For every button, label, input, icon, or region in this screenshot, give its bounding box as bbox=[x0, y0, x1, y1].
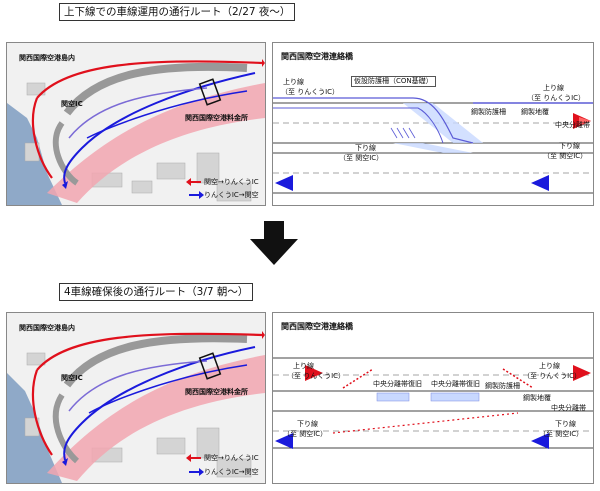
bottom-steel-plate: 鋼製地覆 bbox=[523, 394, 551, 402]
top-temp-barrier: 仮設防護柵（CON基礎） bbox=[351, 76, 436, 87]
top-legend-red-label: 関空→りんくうIC bbox=[204, 178, 259, 186]
down-arrow-icon bbox=[250, 221, 298, 265]
bottom-bridge-title: 関西国際空港連絡橋 bbox=[281, 322, 353, 331]
bottom-island-label: 関西国際空港島内 bbox=[19, 324, 75, 332]
top-upper-left-dest: （至 りんくうIC） bbox=[281, 88, 340, 96]
blue-arrow-icon bbox=[189, 468, 204, 476]
bottom-upper-right-dest: （至 りんくうIC） bbox=[523, 372, 582, 380]
top-steel-plate: 鋼製地覆 bbox=[521, 108, 549, 116]
bottom-lower-left: 下り線 bbox=[297, 420, 318, 428]
top-lower-right-dest: （至 関空IC） bbox=[543, 152, 588, 160]
top-steel-barrier: 鋼製防護柵 bbox=[471, 108, 506, 116]
bottom-median-restore-2: 中央分離帯復旧 bbox=[431, 380, 480, 388]
bottom-ic-label: 関空IC bbox=[61, 374, 83, 382]
top-section-title: 上下線での車線運用の通行ルート（2/27 夜〜） bbox=[59, 3, 296, 21]
bottom-tollgate-label: 関西国際空港料金所 bbox=[185, 388, 248, 396]
bottom-legend-red: 関空→りんくうIC bbox=[186, 453, 259, 463]
top-map-panel: 関西国際空港島内 関空IC 関西国際空港料金所 関空→りんくうIC りんくうIC… bbox=[6, 42, 266, 206]
bottom-section-title: 4車線確保後の通行ルート（3/7 朝〜） bbox=[59, 283, 254, 301]
top-bridge-graphic bbox=[273, 97, 593, 194]
bottom-legend-red-label: 関空→りんくうIC bbox=[204, 454, 259, 462]
bottom-lower-left-dest: （至 関空IC） bbox=[283, 430, 328, 438]
top-ic-label: 関空IC bbox=[61, 100, 83, 108]
top-upper-left: 上り線 bbox=[283, 78, 304, 86]
bottom-lower-right-dest: （至 関空IC） bbox=[539, 430, 584, 438]
bottom-map-panel: 関西国際空港島内 関空IC 関西国際空港料金所 関空→りんくうIC りんくうIC… bbox=[6, 312, 266, 484]
top-legend-blue: りんくうIC→関空 bbox=[189, 190, 259, 200]
top-lower-right: 下り線 bbox=[559, 142, 580, 150]
top-lower-left: 下り線 bbox=[355, 144, 376, 152]
red-arrow-icon bbox=[186, 178, 201, 186]
bottom-lower-right: 下り線 bbox=[555, 420, 576, 428]
bottom-legend-blue-label: りんくうIC→関空 bbox=[204, 468, 259, 476]
bottom-upper-left-dest: （至 りんくうIC） bbox=[287, 372, 346, 380]
top-legend-red: 関空→りんくうIC bbox=[186, 177, 259, 187]
top-lower-left-dest: （至 関空IC） bbox=[339, 154, 384, 162]
bottom-upper-left: 上り線 bbox=[293, 362, 314, 370]
top-upper-right-dest: （至 りんくうIC） bbox=[527, 94, 586, 102]
top-upper-right: 上り線 bbox=[543, 84, 564, 92]
bottom-steel-barrier: 鋼製防護柵 bbox=[485, 382, 520, 390]
top-tollgate-label: 関西国際空港料金所 bbox=[185, 114, 248, 122]
blue-arrow-icon bbox=[189, 191, 204, 199]
red-arrow-icon bbox=[186, 454, 201, 462]
top-median: 中央分離帯 bbox=[555, 121, 590, 129]
top-island-label: 関西国際空港島内 bbox=[19, 54, 75, 62]
top-bridge-title: 関西国際空港連絡橋 bbox=[281, 52, 353, 61]
bottom-upper-right: 上り線 bbox=[539, 362, 560, 370]
top-bridge-panel: 関西国際空港連絡橋 上り線 （至 りんくうIC） 仮設防護柵（CON基礎） 上り… bbox=[272, 42, 594, 206]
top-map-graphic bbox=[7, 43, 265, 205]
bottom-legend-blue: りんくうIC→関空 bbox=[189, 467, 259, 477]
top-legend-blue-label: りんくうIC→関空 bbox=[204, 191, 259, 199]
bottom-median-restore-1: 中央分離帯復旧 bbox=[373, 380, 422, 388]
bottom-median: 中央分離帯 bbox=[551, 404, 586, 412]
bottom-map-graphic bbox=[7, 313, 265, 483]
bottom-bridge-graphic bbox=[273, 357, 593, 449]
bottom-bridge-panel: 関西国際空港連絡橋 上り線 （至 りんくうIC） 上り線 （至 りんくうIC） … bbox=[272, 312, 594, 484]
